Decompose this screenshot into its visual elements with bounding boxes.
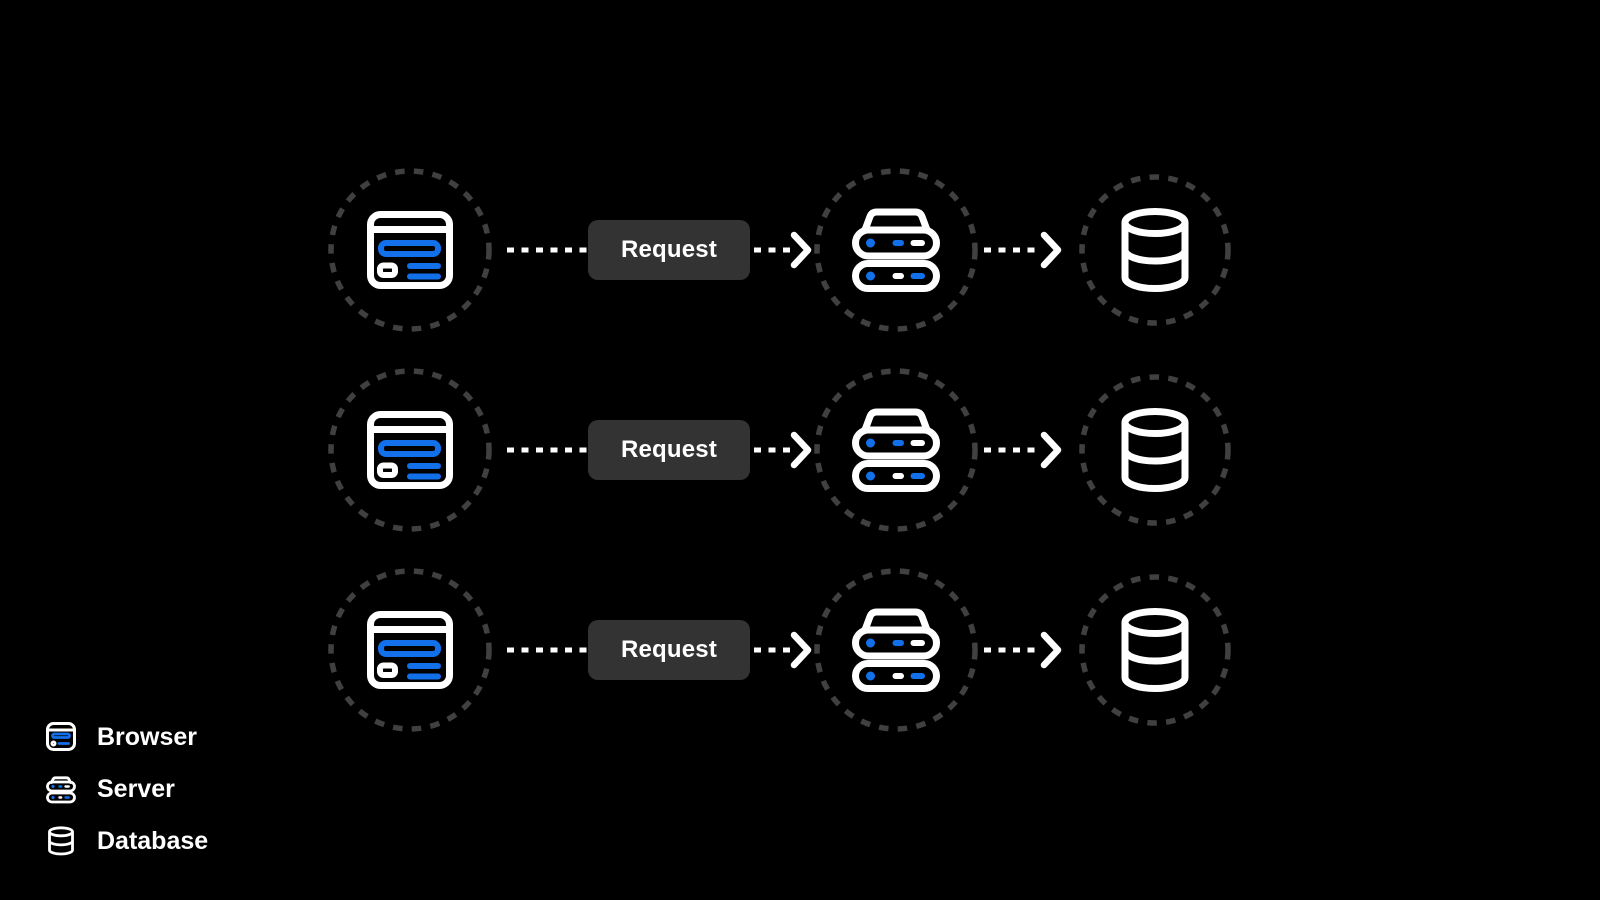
database-icon [1082,377,1228,523]
request-button[interactable]: Request [588,220,750,280]
browser-icon [46,722,76,751]
legend-label-server: Server [97,774,175,803]
database-node [1078,573,1232,727]
server-node [813,167,979,333]
legend-item-database: Database [46,815,208,867]
browser-icon [331,371,489,529]
browser-node [327,367,493,533]
browser-node [327,567,493,733]
browser-node [327,167,493,333]
server-icon [817,371,975,529]
dashed-arrow [754,428,812,472]
server-icon [46,776,76,804]
browser-icon [331,171,489,329]
dashed-arrow [984,228,1062,272]
server-node [813,567,979,733]
dashed-connector [506,245,590,255]
database-icon [1082,177,1228,323]
database-icon [48,826,74,856]
server-icon [817,571,975,729]
dashed-connector [506,445,590,455]
dashed-arrow [984,428,1062,472]
request-button[interactable]: Request [588,620,750,680]
browser-icon [331,571,489,729]
database-node [1078,173,1232,327]
database-icon [1082,577,1228,723]
server-node [813,367,979,533]
dashed-arrow [984,628,1062,672]
legend: Browser Server Database [46,711,208,867]
legend-label-browser: Browser [97,722,198,751]
dashed-connector [506,645,590,655]
request-button[interactable]: Request [588,420,750,480]
legend-item-browser: Browser [46,711,208,763]
database-node [1078,373,1232,527]
dashed-arrow [754,628,812,672]
legend-item-server: Server [46,763,208,815]
dashed-arrow [754,228,812,272]
legend-label-database: Database [97,826,209,855]
server-icon [817,171,975,329]
